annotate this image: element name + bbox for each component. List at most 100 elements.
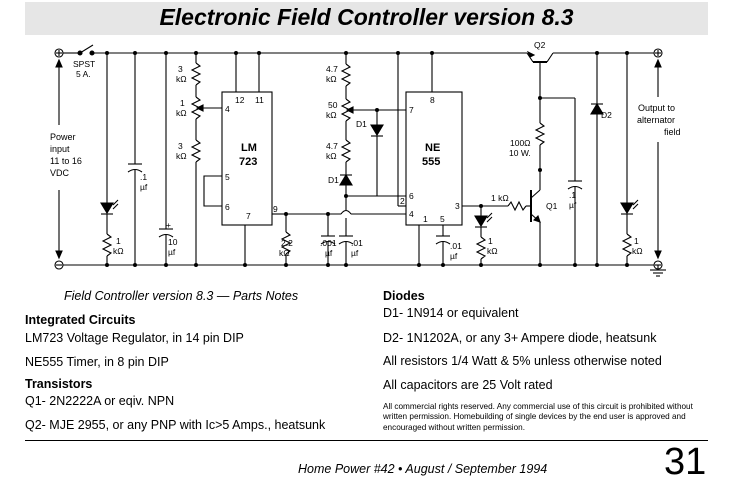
positive-input-terminal bbox=[54, 48, 64, 58]
uf-unit: µf bbox=[168, 247, 176, 257]
q1-note: Q1- 2N2222A or eqiv. NPN bbox=[25, 394, 175, 408]
kohm-unit: kΩ bbox=[176, 108, 187, 118]
ne555-name: 555 bbox=[422, 156, 440, 168]
ne555-pin: 4 bbox=[409, 209, 414, 219]
uf-unit: µf bbox=[140, 182, 148, 192]
output-led bbox=[620, 199, 639, 215]
r1-value: 3 bbox=[178, 64, 183, 74]
ne555-pin: 2 bbox=[400, 196, 405, 206]
power-led bbox=[100, 199, 119, 215]
resistors-note: All resistors 1/4 Watt & 5% unless other… bbox=[383, 354, 662, 368]
lm723-pin: 9 bbox=[273, 204, 278, 214]
uf-unit: µf bbox=[450, 251, 458, 261]
r8-value: 2.2 bbox=[281, 238, 293, 248]
r4-value: 4.7 bbox=[326, 64, 338, 74]
page-title: Electronic Field Controller version 8.3 bbox=[159, 4, 574, 30]
kohm-unit: kΩ bbox=[632, 246, 643, 256]
kohm-unit: kΩ bbox=[279, 248, 290, 258]
lm723-name: LM bbox=[241, 142, 257, 154]
c4-value: .01 bbox=[351, 238, 363, 248]
power-input-label: Power bbox=[50, 132, 76, 142]
c1-value: .1 bbox=[140, 172, 147, 182]
r6-value: 4.7 bbox=[326, 141, 338, 151]
ne555-pin: 8 bbox=[430, 95, 435, 105]
junction-dots bbox=[105, 51, 629, 267]
lm723-chip bbox=[221, 91, 273, 226]
q2-label: Q2 bbox=[534, 40, 546, 50]
resistor-r6 bbox=[340, 139, 352, 163]
output-label: Output to bbox=[638, 103, 675, 113]
positive-output-terminal bbox=[653, 48, 663, 58]
r5-value: 50 bbox=[328, 100, 338, 110]
r9-value: 1 bbox=[488, 236, 493, 246]
r100-watts: 10 W. bbox=[509, 148, 531, 158]
r2-value: 1 bbox=[180, 98, 185, 108]
kohm-unit: kΩ bbox=[326, 151, 337, 161]
uf-unit: µf bbox=[351, 248, 359, 258]
d1-label: D1 bbox=[328, 175, 339, 185]
kohm-unit: kΩ bbox=[176, 74, 187, 84]
lm723-pin: 12 bbox=[235, 95, 245, 105]
diode-d1 bbox=[370, 124, 384, 137]
kohm-unit: kΩ bbox=[487, 246, 498, 256]
c2-value: 10 bbox=[168, 237, 178, 247]
resistor-r1 bbox=[190, 62, 202, 86]
c2-plus: + bbox=[166, 220, 171, 230]
q1-label: Q1 bbox=[546, 201, 558, 211]
power-input-label: input bbox=[50, 144, 70, 154]
transistor-q1 bbox=[530, 189, 541, 223]
d1-note: D1- 1N914 or equivalent bbox=[383, 306, 519, 320]
resistor-r10 bbox=[621, 233, 633, 257]
lm723-pin: 6 bbox=[225, 202, 230, 212]
resistor-r100 bbox=[534, 122, 546, 146]
r100-value: 100Ω bbox=[510, 138, 531, 148]
switch-label: SPST bbox=[73, 59, 95, 69]
ic1-note: LM723 Voltage Regulator, in 14 pin DIP bbox=[25, 331, 244, 345]
title-bar: Electronic Field Controller version 8.3 bbox=[25, 2, 708, 35]
lm723-pin: 7 bbox=[246, 211, 251, 221]
r3-value: 3 bbox=[178, 141, 183, 151]
d2-note: D2- 1N1202A, or any 3+ Ampere diode, hea… bbox=[383, 331, 657, 345]
negative-input-terminal bbox=[54, 260, 64, 270]
lm723-pin: 5 bbox=[225, 172, 230, 182]
ground-symbol bbox=[650, 265, 666, 277]
ic-heading: Integrated Circuits bbox=[25, 313, 136, 327]
q2-note: Q2- MJE 2955, or any PNP with Ic>5 Amps.… bbox=[25, 418, 326, 432]
ne555-pin: 6 bbox=[409, 191, 414, 201]
lm723-pin: 11 bbox=[255, 95, 264, 105]
d2-label: D2 bbox=[601, 110, 612, 120]
c3-value: .001 bbox=[320, 238, 337, 248]
kohm-unit: kΩ bbox=[326, 110, 337, 120]
kohm-unit: kΩ bbox=[113, 246, 124, 256]
ne555-pin: 1 bbox=[423, 214, 428, 224]
switch-rating: 5 A. bbox=[76, 69, 91, 79]
lm723-name: 723 bbox=[239, 156, 257, 168]
transistors-heading: Transistors bbox=[25, 377, 93, 391]
ne555-pin: 5 bbox=[440, 214, 445, 224]
output-label: field bbox=[664, 127, 681, 137]
spst-switch bbox=[77, 44, 95, 56]
output-label: alternator bbox=[637, 115, 675, 125]
circuit-schematic: SPST 5 A. Power input 11 to 16 VDC Outpu… bbox=[50, 40, 681, 277]
rights-notice: All commercial rights reserved. Any comm… bbox=[383, 402, 693, 432]
kohm-unit: kΩ bbox=[176, 151, 187, 161]
c5-value: .01 bbox=[450, 241, 462, 251]
ne555-chip bbox=[405, 91, 463, 226]
diode-d1b bbox=[339, 173, 353, 186]
page-number: 31 bbox=[664, 441, 707, 483]
resistor-rb bbox=[507, 200, 527, 212]
kohm-unit: kΩ bbox=[326, 74, 337, 84]
ne555-pin: 7 bbox=[409, 105, 414, 115]
r7-value: 1 bbox=[116, 236, 121, 246]
c6-value: .1 bbox=[569, 190, 576, 200]
resistor-r3 bbox=[190, 139, 202, 163]
r10-value: 1 bbox=[634, 236, 639, 246]
power-input-arrow bbox=[55, 58, 63, 260]
footer-divider bbox=[25, 440, 708, 441]
ne555-name: NE bbox=[425, 142, 440, 154]
rb-value: 1 kΩ bbox=[491, 193, 509, 203]
power-input-label: 11 to 16 bbox=[50, 156, 82, 166]
resistor-r8 bbox=[280, 231, 292, 255]
lm723-pin: 4 bbox=[225, 104, 230, 114]
d1-label: D1 bbox=[356, 119, 367, 129]
